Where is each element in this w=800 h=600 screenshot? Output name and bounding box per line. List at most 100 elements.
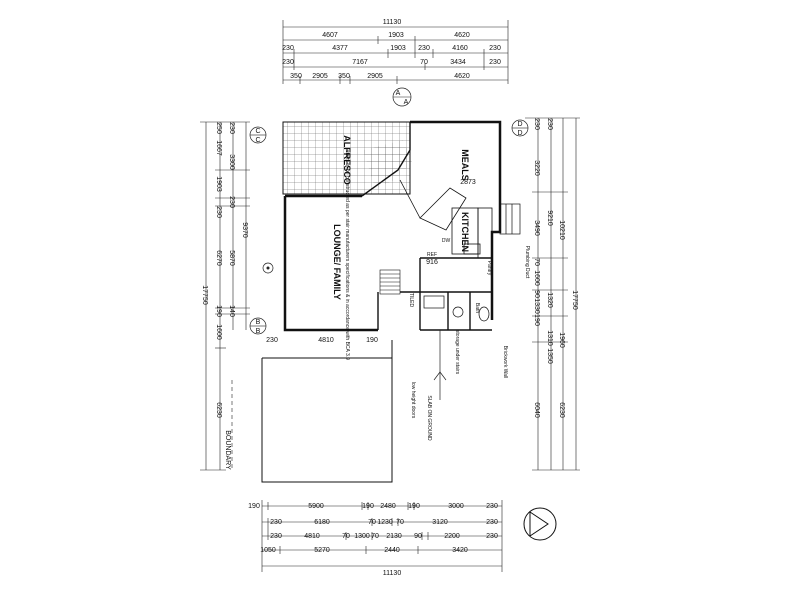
dim-right-r2-d: 1960 [558, 332, 565, 348]
dim-top-r2-d: 230 [418, 45, 430, 52]
dim-right-r1-a: 230 [533, 118, 540, 130]
dim-bottom-r3-c: 70 [342, 533, 350, 540]
room-label-bath: Bath [474, 303, 480, 314]
dim-top-r2-c: 1903 [390, 45, 406, 52]
dim-right-r2-a: 230 [546, 118, 553, 130]
dim-top-r4-e: 4620 [454, 73, 470, 80]
dim-right-r2-b: 9210 [546, 210, 553, 226]
external-steps [499, 203, 521, 235]
dim-bottom-overall: 11130 [383, 570, 402, 577]
dim-bottom-r3-i: 230 [486, 533, 498, 540]
room-label-meals: MEALS [460, 149, 470, 181]
section-line [433, 330, 447, 400]
dim-right-r1-d: 70 [533, 258, 540, 266]
dim-bottom-r2-e: 70 [396, 519, 404, 526]
dim-left-r2-d: 5870 [228, 250, 235, 266]
note-slab: SLAB ON GROUND [426, 395, 432, 441]
dim-inside-4810: 4810 [318, 337, 334, 344]
dim-bottom-r1-a: 190 [248, 503, 260, 510]
dim-inside-2873: 2873 [460, 179, 476, 186]
dim-bottom-r3-f: 2130 [386, 533, 402, 540]
internal-walls [361, 122, 492, 331]
dim-right-r1-g: 1330 [533, 298, 540, 314]
external-walls [283, 120, 502, 332]
note-stairs: stairs to be constructed as per stair ma… [344, 150, 350, 360]
dim-right-r1-b: 3220 [533, 160, 540, 176]
stairs [379, 269, 401, 295]
dim-bottom-r2-d: 1230 [377, 519, 393, 526]
dim-bottom-r2-f: 3120 [432, 519, 448, 526]
dim-bottom-r1-b: 5900 [308, 503, 324, 510]
room-label-ref: REF [427, 252, 437, 258]
dim-left-inner: 9370 [241, 222, 248, 238]
svg-text:D: D [517, 121, 522, 128]
room-label-dw: DW [442, 238, 451, 244]
dim-top-overall: 11130 [383, 19, 402, 26]
room-label-alfresco: ALFRESCO [342, 135, 352, 185]
dim-bottom-r4-b: 5270 [314, 547, 330, 554]
dim-top-r1-c: 4620 [454, 32, 470, 39]
note-plumbing: Plumbing Duct [524, 246, 530, 279]
section-marker-b-left: B B [249, 317, 267, 335]
dim-top-r3-c: 70 [420, 59, 428, 66]
dim-right-r2-c: 1320 [546, 292, 553, 308]
room-label-tiled: TILED [408, 293, 414, 308]
dim-top-r4-a: 350 [290, 73, 302, 80]
dim-right-overall: 17750 [571, 290, 578, 310]
dim-left-r1-f: 190 [215, 305, 222, 317]
dim-right-r1-h: 190 [533, 314, 540, 326]
section-marker-d-right: D D [511, 119, 529, 137]
svg-text:A: A [396, 90, 401, 97]
dim-bottom-r1-g: 230 [486, 503, 498, 510]
dim-bottom-r1-d: 2480 [380, 503, 396, 510]
dim-top-r2-b: 4377 [332, 45, 348, 52]
dim-left-r1-b: 1667 [215, 140, 222, 156]
svg-text:A: A [404, 99, 409, 106]
dim-right-r1-c: 3490 [533, 220, 540, 236]
kitchen-bench [399, 179, 493, 259]
dim-bottom-r1-f: 3000 [448, 503, 464, 510]
dim-left-r2-a: 230 [228, 122, 235, 134]
alfresco-outline [282, 121, 411, 195]
dim-top-r3-b: 7167 [352, 59, 368, 66]
dim-right-inner: 10210 [558, 220, 565, 240]
dim-top-r4-c: 350 [338, 73, 350, 80]
dim-bottom-r3-a: 230 [270, 533, 282, 540]
dim-bottom-r3-d: 1300 [354, 533, 370, 540]
dim-inside-230: 230 [266, 337, 278, 344]
note-low-height: low height doors [410, 382, 416, 419]
dim-top-r3-d: 3434 [450, 59, 466, 66]
downpipe-marker-left [262, 262, 274, 274]
dim-left-r1-d: 230 [215, 206, 222, 218]
dim-top-r4-d: 2905 [367, 73, 383, 80]
svg-text:C: C [255, 128, 260, 135]
dim-right-r1-e: 1600 [533, 270, 540, 286]
dim-left-r2-c: 230 [228, 196, 235, 208]
room-label-lounge: LOUNGE/ FAMILY [332, 224, 342, 300]
dim-bottom-r1-c: 190 [362, 503, 374, 510]
bottom-dimension-chains [261, 500, 503, 572]
dim-inside-916: 916 [426, 259, 438, 266]
svg-text:C: C [255, 137, 260, 144]
dim-top-r3-a: 230 [282, 59, 294, 66]
dim-left-overall: 17750 [201, 285, 208, 305]
dim-bottom-r2-g: 230 [486, 519, 498, 526]
dim-bottom-r3-h: 2200 [444, 533, 460, 540]
dim-bottom-r1-e: 190 [408, 503, 420, 510]
room-label-kitchen: KITCHEN [460, 212, 470, 252]
dim-left-r2-b: 3300 [228, 154, 235, 170]
dim-top-r2-a: 230 [282, 45, 294, 52]
dim-bottom-r4-d: 3420 [452, 547, 468, 554]
left-dimension-chains [200, 121, 250, 471]
dim-bottom-r2-c: 70 [368, 519, 376, 526]
dim-bottom-r3-b: 4810 [304, 533, 320, 540]
svg-text:B: B [256, 319, 261, 326]
dim-bottom-r2-a: 230 [270, 519, 282, 526]
north-arrow-icon [523, 507, 557, 541]
dim-top-r1-a: 4607 [322, 32, 338, 39]
right-dimension-chains [525, 117, 580, 471]
dim-top-r1-b: 1903 [388, 32, 404, 39]
dim-top-r2-e: 4160 [452, 45, 468, 52]
note-storage: storage under stairs [454, 330, 460, 375]
dim-inside-190: 190 [366, 337, 378, 344]
